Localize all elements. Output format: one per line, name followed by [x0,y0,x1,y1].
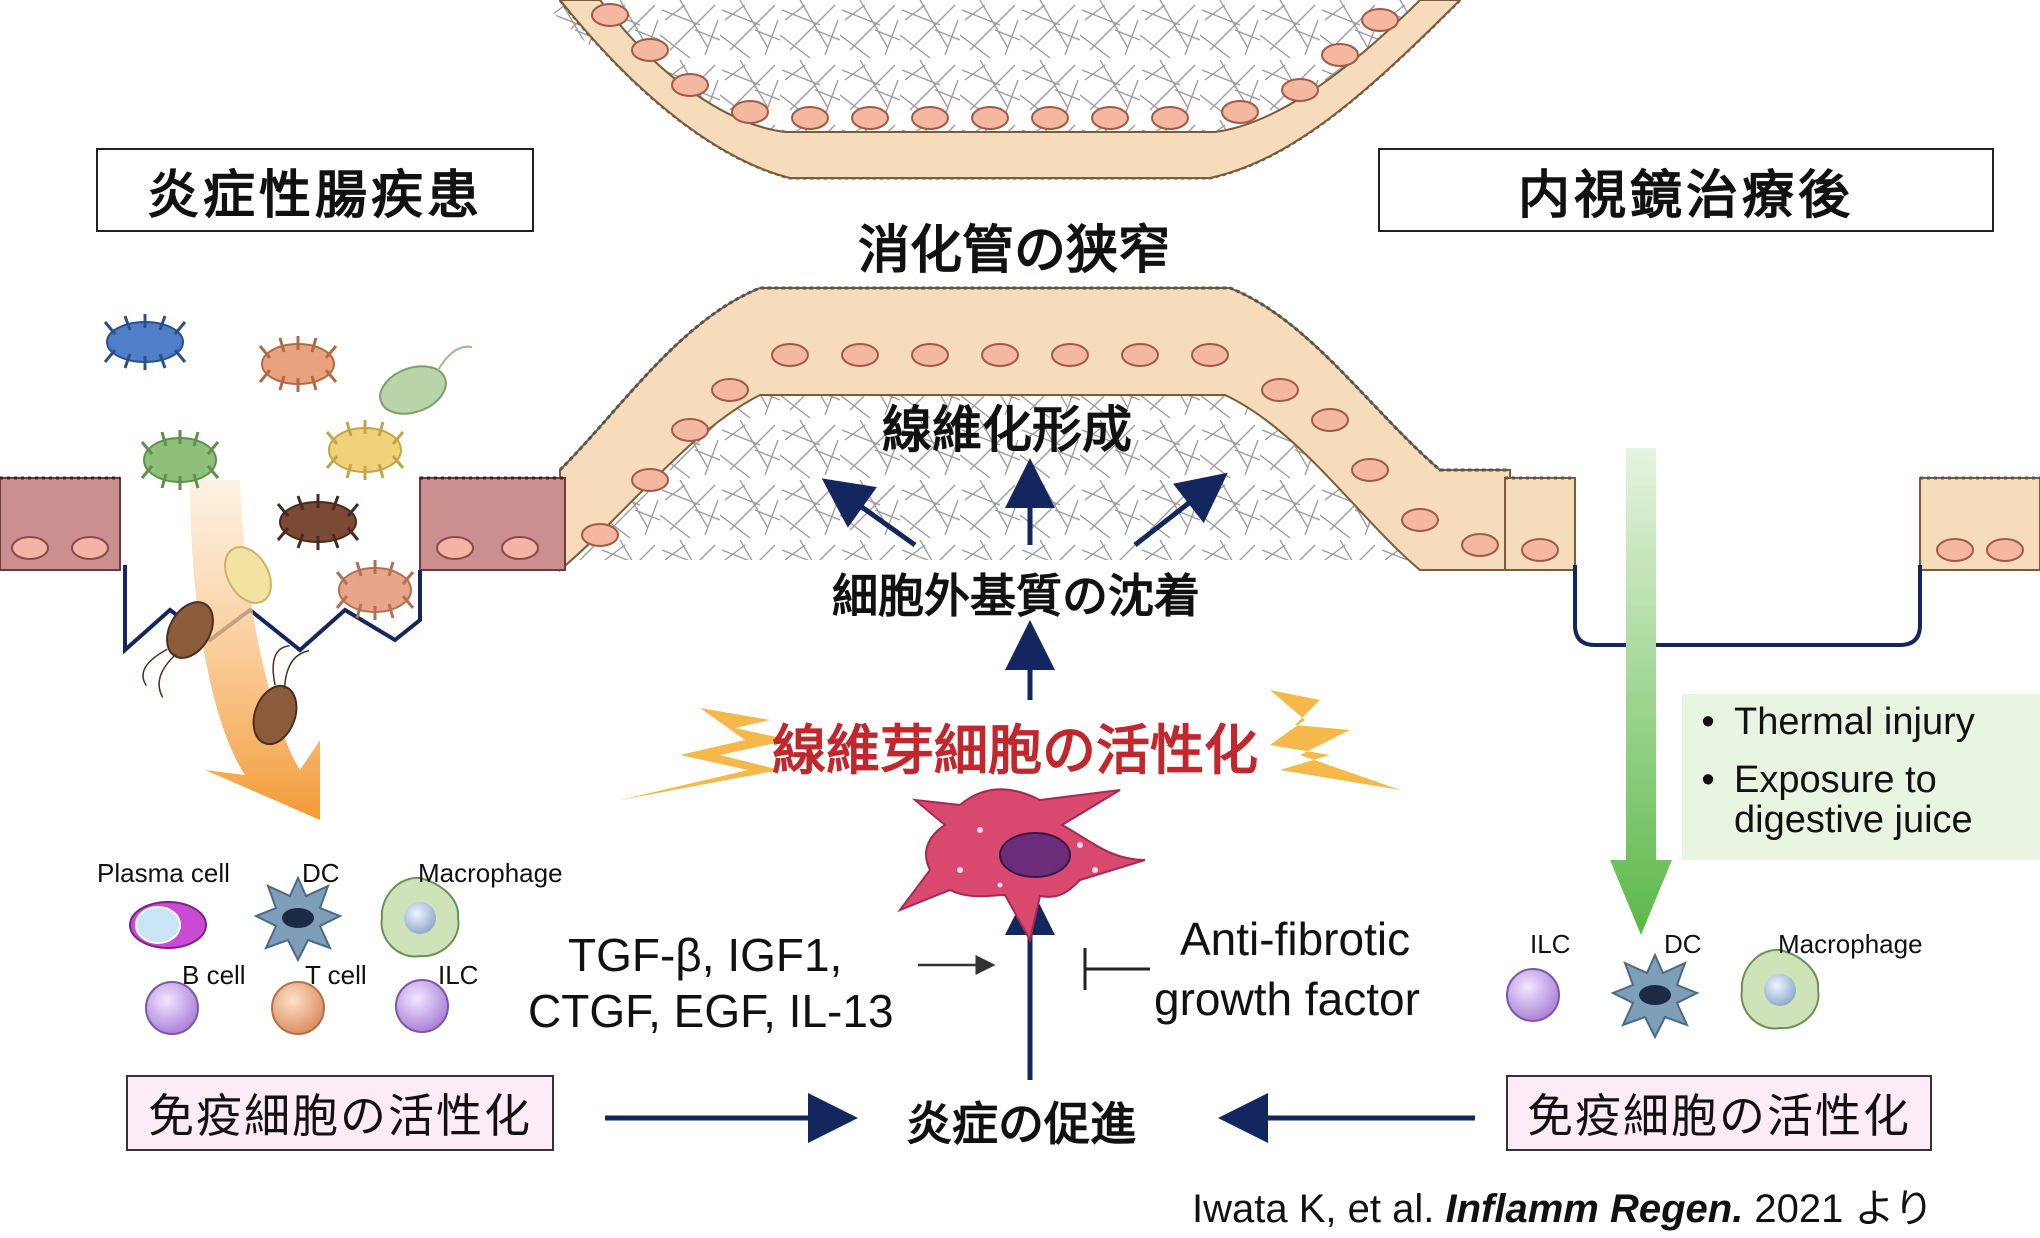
ilc-label-right: ILC [1530,929,1571,959]
endoscopic-label-box: 内視鏡治療後 [1378,148,1994,232]
bacterium-yellow [325,420,405,480]
t-cell-label: T cell [305,960,367,990]
anti-fibrotic-line2: growth factor [1154,973,1420,1025]
citation: Iwata K, et al. Inflamm Regen. 2021 より [1192,1176,1934,1234]
injury-factor-item: • Thermal injury [1682,702,2040,742]
fibroblast [897,788,1146,943]
citation-authors: Iwata K, et al. [1192,1187,1446,1231]
bacterium-orange [258,336,338,392]
dc-cell-left [253,875,343,963]
b-cell [145,981,199,1035]
fibrosis-arrows [605,458,1475,1143]
dc-label-right: DC [1664,929,1702,959]
plasma-cell [129,901,207,949]
citation-journal: Inflamm Regen. [1445,1187,1744,1231]
t-cell [271,981,325,1035]
injury-factor-item: • Exposure to digestive juice [1682,760,2040,840]
inflammation-label: 炎症の促進 [906,1097,1136,1151]
bacteria-cluster [103,314,473,746]
macrophage-label-left: Macrophage [418,858,563,888]
bullet-icon: • [1701,701,1715,743]
bacterium-green [140,430,220,490]
injury-factor-text: Exposure to digestive juice [1734,759,1973,841]
gut-top-wall [540,0,1462,180]
macrophage-right [1740,948,1820,1030]
inhibition-mark [1083,948,1150,990]
bullet-icon: • [1701,759,1715,801]
anti-fibrotic-line1: Anti-fibrotic [1180,913,1411,965]
plasma-cell-label: Plasma cell [97,858,230,888]
ilc-cell-left [395,979,449,1033]
citation-tail: 2021 より [1743,1187,1934,1231]
lightning-left [620,708,790,800]
fibroblast-activation-label: 線維芽細胞の活性化 [772,719,1258,782]
bacterium-rod-2 [252,645,310,746]
bacterium-blue [103,314,187,370]
bacterium-pale [224,546,272,604]
fibrosis-label: 線維化形成 [882,401,1132,459]
right-mucosa [1504,476,2040,647]
growth-factors-line2: CTGF, EGF, IL-13 [528,985,894,1037]
injury-factors-panel: • Thermal injury • Exposure to digestive… [1682,694,2040,860]
immune-activation-left-box: 免疫細胞の活性化 [126,1075,554,1151]
ecm-deposition-label: 細胞外基質の沈着 [832,569,1200,623]
ilc-label-left: ILC [438,960,479,990]
immune-activation-right-box: 免疫細胞の活性化 [1506,1075,1932,1151]
ilc-cell-right [1506,968,1560,1022]
left-mucosa [0,476,566,655]
stenosis-label: 消化管の狭窄 [858,221,1171,281]
ibd-label-box: 炎症性腸疾患 [96,148,534,232]
growth-factors-line1: TGF-β, IGF1, [568,929,843,981]
lightning-right [1270,690,1400,790]
macrophage-label-right: Macrophage [1778,929,1923,959]
b-cell-label: B cell [182,960,246,990]
left-immune-cells [129,875,460,1035]
bacterium-salmon [335,560,415,620]
dc-cell-right [1610,952,1700,1040]
dc-label-left: DC [302,858,340,888]
bacterial-invasion-arrow [190,480,320,820]
injury-arrow [1610,448,1672,935]
right-immune-cells [1506,948,1820,1040]
bacterium-lightgreen [379,345,473,415]
macrophage-left [380,876,460,958]
bacterium-brown [276,494,360,550]
injury-factor-text: Thermal injury [1734,701,1975,743]
bacterium-rod-1 [142,601,214,698]
